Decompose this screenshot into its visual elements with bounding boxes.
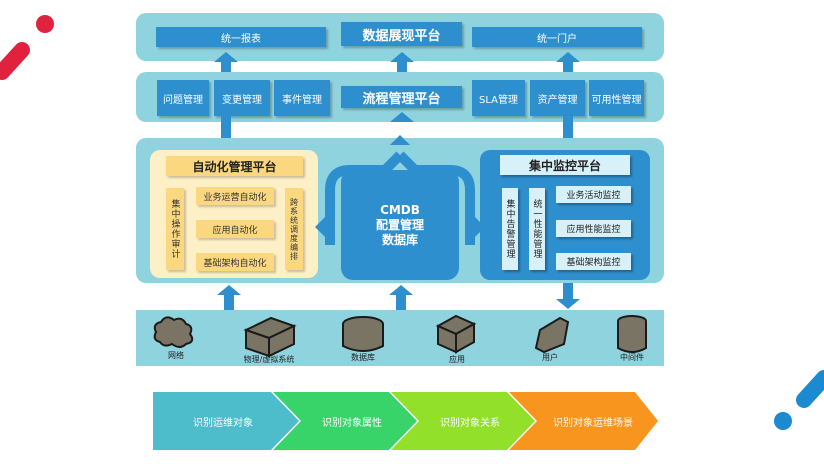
arrow-up-icon — [390, 135, 410, 145]
step-label: 识别对象关系 — [440, 417, 500, 429]
automation-item: 基础架构自动化 — [196, 253, 274, 271]
step-chevron — [273, 392, 417, 450]
report-box: 统一报表 — [156, 27, 326, 47]
cmdb-line3: 数据库 — [381, 232, 418, 247]
cloud-network-icon — [153, 316, 194, 348]
process-item: 事件管理 — [274, 80, 330, 116]
alert-vertical: 集中告警管理 — [502, 188, 518, 270]
arrow-up-icon — [389, 285, 413, 311]
step-label: 识别对象属性 — [322, 417, 382, 429]
automation-item: 业务运营自动化 — [196, 187, 274, 205]
step-chevron — [509, 392, 658, 450]
process-item: 问题管理 — [157, 80, 209, 116]
process-item: SLA管理 — [472, 80, 525, 116]
resource-label: 物理/虚拟系统 — [243, 355, 295, 364]
arrow-up-icon — [390, 52, 414, 80]
orchestration-vertical: 跨系统调度编排 — [285, 188, 303, 270]
monitoring-title: 集中监控平台 — [500, 155, 630, 175]
automation-title: 自动化管理平台 — [166, 156, 303, 176]
portal-box: 统一门户 — [472, 27, 642, 47]
performance-vertical: 统一性能管理 — [529, 188, 545, 270]
arrow-left-icon — [315, 217, 325, 237]
process-title: 流程管理平台 — [341, 86, 462, 108]
process-item: 资产管理 — [530, 80, 585, 116]
process-item: 变更管理 — [214, 80, 270, 116]
middleware-cylinder-icon — [617, 315, 647, 353]
resource-label: 中间件 — [620, 353, 644, 362]
user-network-icon — [534, 316, 570, 354]
arrow-up-icon — [556, 52, 580, 80]
database-icon — [342, 316, 384, 352]
application-box-icon — [435, 314, 477, 354]
step-chevron — [391, 392, 535, 450]
arrow-up-icon — [390, 112, 414, 122]
cmdb-line2: 配置管理 — [375, 217, 424, 232]
resource-label: 网络 — [168, 351, 184, 360]
arrows-to-process — [221, 112, 573, 142]
monitoring-item: 业务活动监控 — [556, 186, 631, 203]
resource-icons — [153, 314, 647, 358]
resource-label: 应用 — [449, 355, 465, 364]
server-box-icon — [243, 316, 297, 358]
resource-label: 用户 — [542, 353, 558, 362]
monitoring-item: 应用性能监控 — [556, 220, 631, 237]
arrow-down-icon — [556, 283, 580, 309]
step-label: 识别运维对象 — [193, 417, 253, 429]
process-item: 可用性管理 — [589, 80, 644, 116]
step-chevron — [153, 392, 299, 450]
decor-red-stroke — [0, 15, 54, 80]
arrow-up-icon — [217, 285, 241, 311]
steps-chevrons — [153, 392, 658, 450]
monitoring-item: 基础架构监控 — [556, 253, 631, 270]
arrows-to-presentation — [214, 52, 580, 80]
presentation-title: 数据展现平台 — [341, 22, 462, 46]
cmdb-line1: CMDB — [380, 202, 420, 217]
audit-vertical: 集中操作审计 — [166, 188, 184, 270]
resource-label: 数据库 — [351, 353, 375, 362]
arrow-up-icon — [214, 52, 238, 80]
resources-layer — [136, 310, 664, 366]
cmdb-box: CMDB 配置管理 数据库 — [341, 170, 459, 280]
step-label: 识别对象运维场景 — [553, 417, 633, 429]
decor-blue-stroke — [774, 370, 824, 430]
automation-item: 应用自动化 — [196, 220, 274, 238]
arrows-from-resources — [217, 283, 580, 311]
